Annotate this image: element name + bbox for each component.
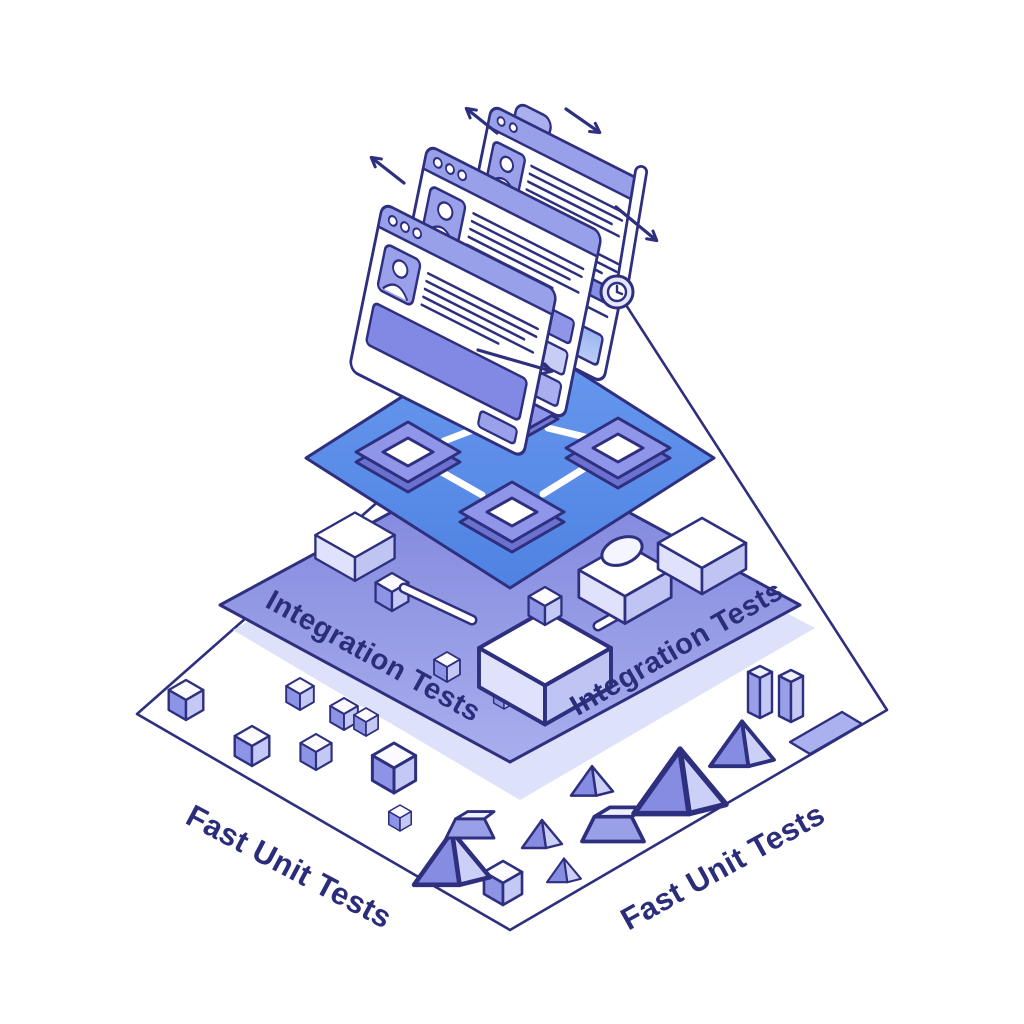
integration-components <box>314 511 748 727</box>
flat-tile <box>788 710 864 756</box>
window-controls-icon <box>432 157 443 169</box>
window-controls-icon <box>412 227 423 240</box>
direction-arrow-icon <box>614 205 659 243</box>
browser-window-front <box>349 204 557 456</box>
window-controls-icon <box>508 122 518 134</box>
timeline-bar <box>616 165 648 288</box>
direction-arrow-icon <box>369 155 406 185</box>
unit-pyramids <box>414 664 864 885</box>
direction-arrow-icon <box>476 348 554 376</box>
window-controls-icon <box>387 215 398 227</box>
direction-arrow-icon <box>564 107 602 135</box>
lens-ellipse-icon <box>600 535 644 567</box>
browser-windows <box>349 103 644 456</box>
window-controls-icon <box>445 163 455 175</box>
connector-rod <box>398 582 478 626</box>
window-controls-icon <box>400 221 410 233</box>
window-controls-icon <box>457 169 468 182</box>
direction-arrows <box>369 106 659 376</box>
direction-arrow-icon <box>464 106 499 135</box>
clock-icon <box>599 274 635 310</box>
window-controls-icon <box>496 116 506 127</box>
